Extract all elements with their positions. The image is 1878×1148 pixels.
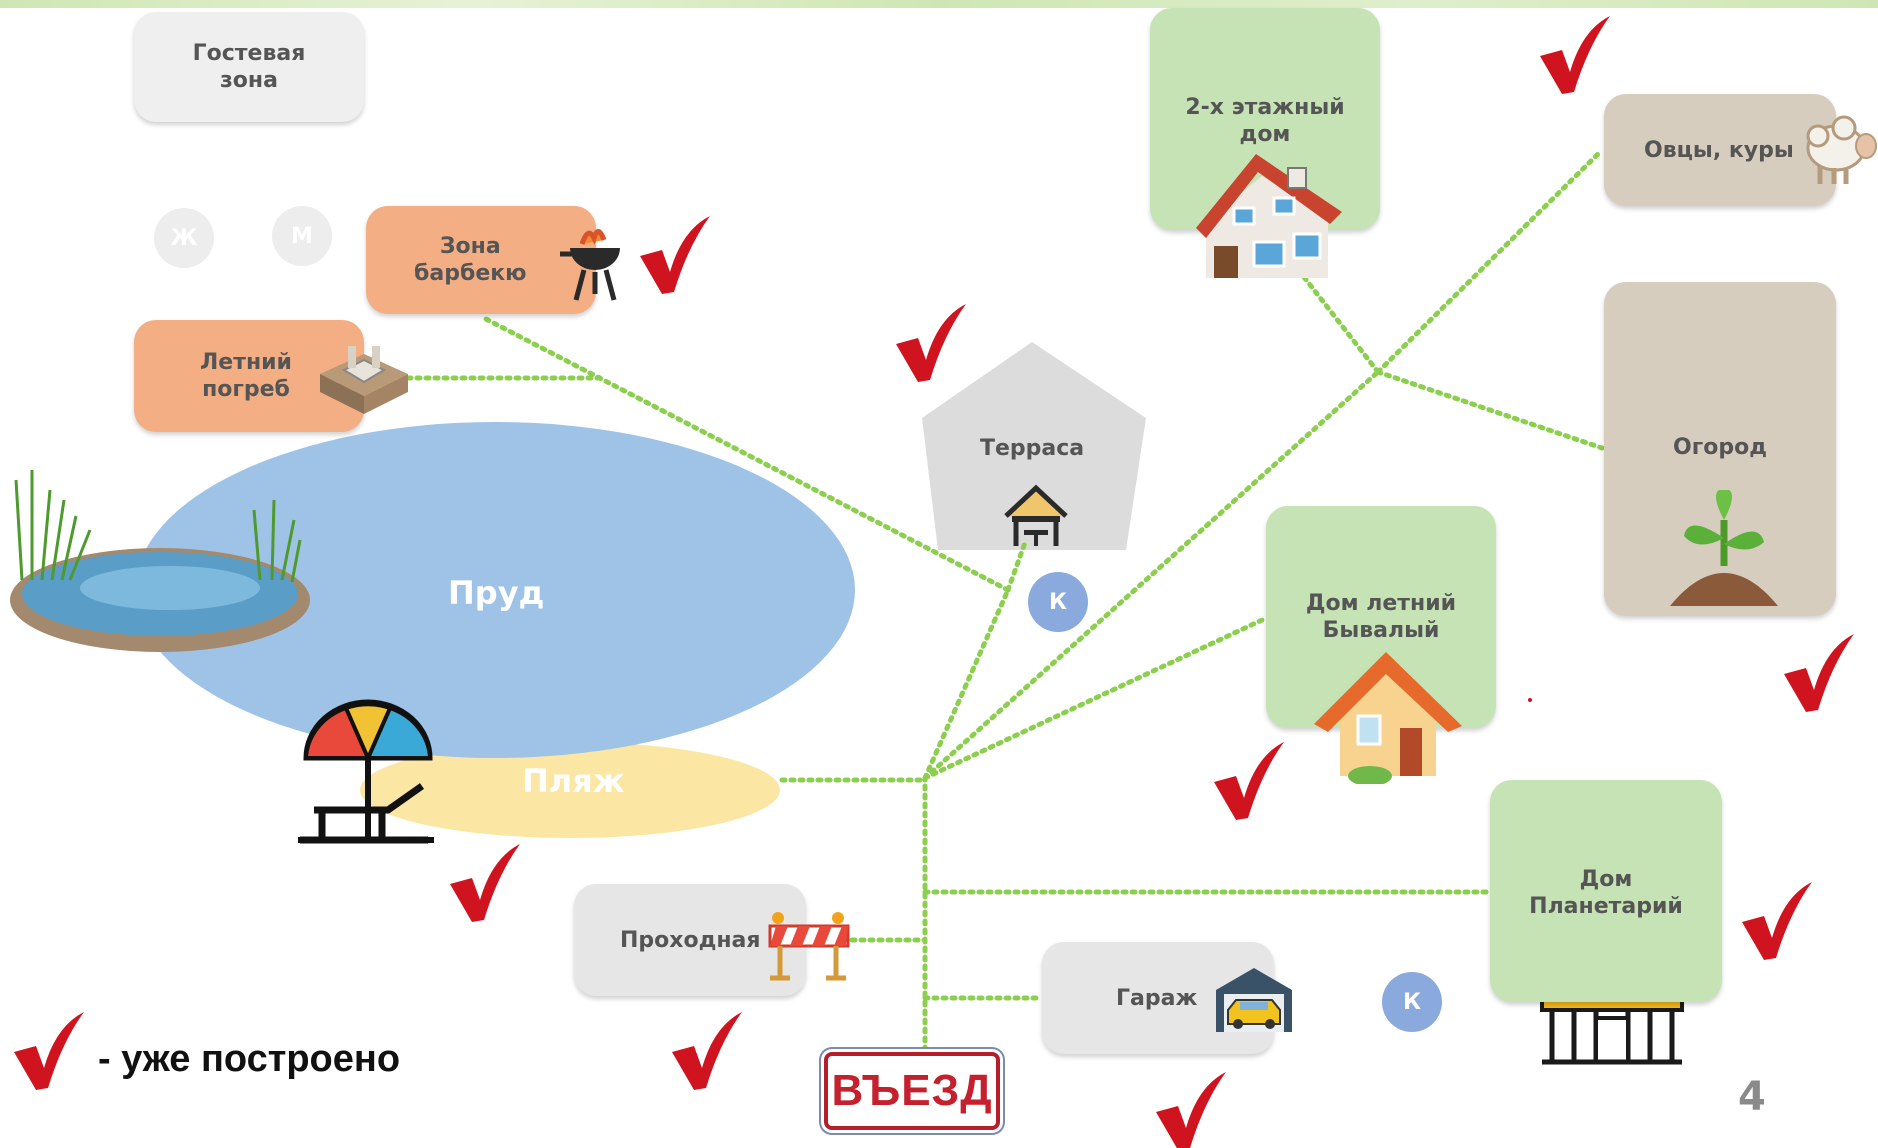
garage-label: Гараж bbox=[1116, 985, 1198, 1011]
checkmark-icon bbox=[450, 844, 520, 922]
cellar-icon bbox=[320, 346, 408, 414]
sheep-zone[interactable]: Овцы, куры bbox=[1604, 94, 1836, 206]
summer-house-label: Дом летний Бывалый bbox=[1305, 591, 1457, 643]
garage-car-icon bbox=[1216, 968, 1292, 1032]
guest-zone-label: Гостевая зона bbox=[192, 41, 306, 93]
beach-umbrella-icon bbox=[298, 699, 434, 844]
planetarium-zone[interactable]: Дом Планетарий bbox=[1490, 780, 1722, 1002]
checkmark-icon bbox=[1540, 16, 1610, 94]
two-story-house-icon bbox=[1196, 154, 1342, 278]
men-wc-circle[interactable]: М bbox=[272, 206, 332, 266]
page-number: 4 bbox=[1738, 1074, 1766, 1120]
summer-house-zone[interactable]: Дом летний Бывалый bbox=[1266, 506, 1496, 728]
pond-area bbox=[135, 422, 855, 758]
checkmark-icon bbox=[1214, 742, 1284, 820]
gazebo-icon bbox=[1004, 484, 1068, 546]
checkmark-icon bbox=[14, 1012, 84, 1090]
bbq-zone[interactable]: Зона барбекю bbox=[366, 206, 596, 314]
women-wc-label: Ж bbox=[170, 225, 198, 251]
barrier-icon bbox=[768, 912, 850, 981]
garden-zone-label: Огород bbox=[1673, 435, 1767, 460]
top-decor-strip bbox=[0, 0, 1878, 8]
pond-label: Пруд bbox=[448, 574, 545, 612]
checkmark-icon bbox=[1784, 634, 1854, 712]
cottage-icon bbox=[1314, 652, 1462, 784]
k-circle-terrace-label: К bbox=[1049, 589, 1067, 615]
pond-photo bbox=[10, 470, 310, 652]
garden-zone[interactable]: Огород bbox=[1604, 282, 1836, 616]
men-wc-label: М bbox=[291, 223, 313, 249]
checkmark-icon bbox=[1156, 1072, 1226, 1148]
checkmark-icon bbox=[896, 304, 966, 382]
k-circle-garage-label: К bbox=[1403, 989, 1421, 1015]
planetarium-label: Дом Планетарий bbox=[1529, 867, 1683, 919]
paths bbox=[405, 149, 1605, 1053]
beach-label: Пляж bbox=[522, 762, 625, 800]
k-circle-garage[interactable]: К bbox=[1382, 972, 1442, 1032]
entry-sign-label: ВЪЕЗД bbox=[831, 1066, 993, 1115]
guest-zone[interactable]: Гостевая зона bbox=[134, 12, 364, 122]
sprout-icon bbox=[1670, 490, 1778, 606]
terrace-shape bbox=[922, 342, 1146, 550]
k-circle-terrace[interactable]: К bbox=[1028, 572, 1088, 632]
checkmark-icon bbox=[640, 216, 710, 294]
checkmark-icons bbox=[14, 16, 1854, 1148]
bbq-zone-label: Зона барбекю bbox=[414, 234, 527, 286]
sheep-icon bbox=[1806, 115, 1877, 184]
cellar-zone-label: Летний погреб bbox=[200, 350, 292, 402]
entry-sign: ВЪЕЗД bbox=[824, 1052, 1000, 1130]
checkpoint-label: Проходная bbox=[620, 927, 761, 953]
sheep-zone-label: Овцы, куры bbox=[1644, 137, 1794, 163]
legend-text: - уже построено bbox=[98, 1038, 401, 1080]
women-wc-circle[interactable]: Ж bbox=[154, 208, 214, 268]
grill-icon bbox=[560, 229, 620, 301]
checkpoint-zone[interactable]: Проходная bbox=[574, 884, 806, 996]
checkmark-icon bbox=[672, 1012, 742, 1090]
beach-area bbox=[360, 742, 780, 838]
checkmark-icon bbox=[1742, 882, 1812, 960]
terrace-label: Терраса bbox=[980, 436, 1085, 461]
two-story-house-label: 2-х этажный дом bbox=[1185, 95, 1345, 147]
